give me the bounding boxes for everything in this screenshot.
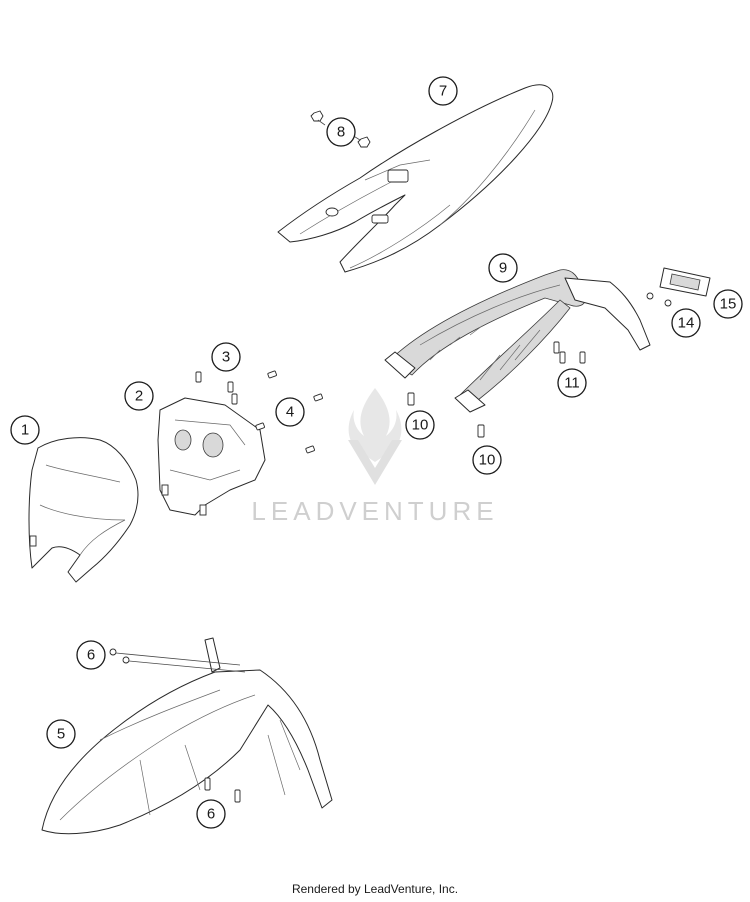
callout-5[interactable]: 5: [46, 719, 76, 749]
watermark-text: LEADVENTURE: [251, 496, 498, 526]
bracket-screws: [195, 371, 238, 405]
headlight-mask: [28, 437, 139, 583]
fender-bolts: [109, 648, 246, 803]
callout-11-label: 11: [564, 375, 580, 392]
bracket-fasteners: [255, 370, 323, 454]
rear-subframe: [384, 269, 651, 413]
callout-4[interactable]: 4: [275, 397, 305, 427]
callout-3-label: 3: [222, 349, 230, 366]
front-fender: [41, 637, 333, 835]
rear-fender: [277, 84, 554, 273]
callout-10-upper[interactable]: 10: [405, 410, 435, 440]
callout-1-label: 1: [21, 422, 29, 439]
callout-2[interactable]: 2: [124, 381, 154, 411]
callout-14[interactable]: 14: [671, 308, 701, 338]
callout-6-bottom-label: 6: [207, 806, 215, 823]
callout-7-label: 7: [439, 83, 447, 100]
render-credit: Rendered by LeadVenture, Inc.: [291, 882, 459, 896]
callout-10-lower-label: 10: [479, 452, 496, 469]
callout-8-label: 8: [337, 124, 345, 141]
callout-5-label: 5: [57, 726, 65, 743]
callout-6-top[interactable]: 6: [76, 640, 106, 670]
callout-14-label: 14: [678, 315, 695, 332]
callout-9[interactable]: 9: [488, 253, 518, 283]
callout-15[interactable]: 15: [713, 289, 743, 319]
callout-7[interactable]: 7: [428, 76, 458, 106]
callout-4-label: 4: [286, 404, 294, 421]
flame-logo-icon: [348, 388, 402, 485]
callout-11[interactable]: 11: [557, 368, 587, 398]
callout-6-bottom[interactable]: 6: [196, 799, 226, 829]
callout-8[interactable]: 8: [326, 117, 356, 147]
callout-2-label: 2: [135, 388, 143, 405]
leadventure-watermark: LEADVENTURE: [251, 388, 498, 526]
callout-3[interactable]: 3: [211, 342, 241, 372]
subframe-screws: [553, 341, 586, 364]
callout-1[interactable]: 1: [10, 415, 40, 445]
callout-15-label: 15: [720, 296, 737, 313]
bracket-nuts: [646, 292, 672, 307]
subframe-bolts: [407, 392, 485, 438]
callout-10-upper-label: 10: [412, 417, 429, 434]
callout-9-label: 9: [499, 260, 507, 277]
headlight-bracket: [157, 397, 266, 516]
callout-10-lower[interactable]: 10: [472, 445, 502, 475]
license-plate-bracket: [659, 267, 711, 297]
callout-6-top-label: 6: [87, 647, 95, 664]
